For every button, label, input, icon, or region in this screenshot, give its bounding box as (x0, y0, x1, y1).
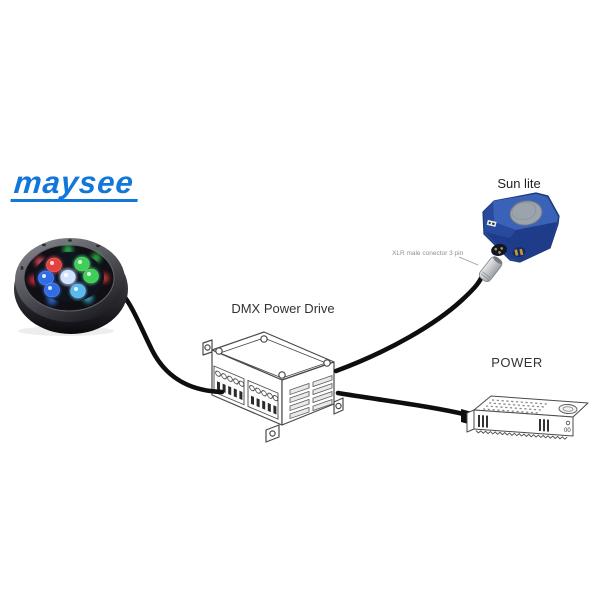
dmx-power-drive-image (202, 331, 344, 443)
led-blue-bottom-left (44, 282, 60, 298)
sunlite-xlr-socket (491, 243, 507, 257)
led-red-top-left (46, 257, 62, 273)
led-center (60, 269, 76, 285)
led-cyan-bottom (70, 283, 86, 299)
xlr-connector-note: XLR male conector 3 pin (392, 250, 464, 257)
sunlite-bottom-face (485, 222, 557, 261)
led-green-top-right (74, 256, 90, 272)
led-green-right (83, 268, 99, 284)
brand-logo: maysee (10, 165, 141, 202)
led-underwater-light-image (14, 238, 128, 336)
dmx-power-drive-label: DMX Power Drive (231, 301, 335, 316)
sunlite-usb-port (512, 247, 526, 257)
power-supply-image: 00 (461, 395, 589, 440)
led-blue-left (38, 270, 54, 286)
xlr-male-connector (478, 256, 503, 283)
power-indicator (565, 420, 571, 426)
led-diodes (38, 256, 99, 299)
power-left-face (466, 409, 475, 433)
power-port-mark: 00 (564, 428, 571, 434)
power-front-slats (478, 415, 549, 432)
dmx-vents (289, 375, 333, 420)
power-zigzag-edge (475, 430, 568, 440)
power-label: POWER (491, 355, 543, 370)
sunlite-left-face (484, 201, 516, 238)
sunlite-label: Sun lite (497, 176, 541, 191)
sunlite-label-chip (486, 219, 497, 227)
cable-dmx-to-sunlite (333, 269, 487, 374)
power-logo-oval (558, 404, 578, 414)
sunlite-controller-image (478, 192, 560, 283)
